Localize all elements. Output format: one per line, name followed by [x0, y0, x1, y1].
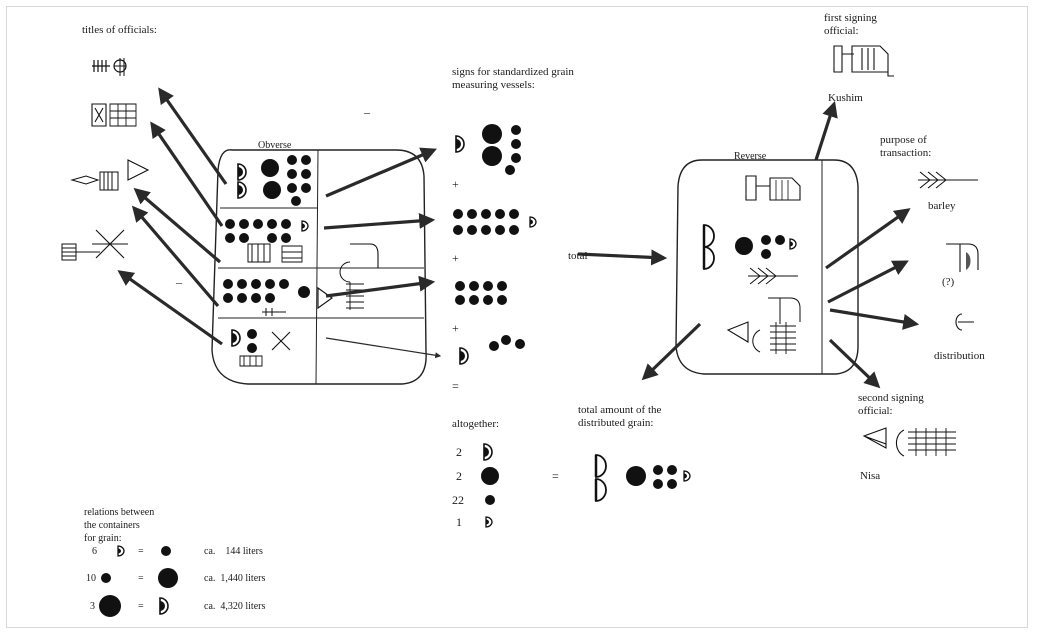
- total-amount-signs: [596, 455, 690, 501]
- relation-value: ca. 144 liters: [204, 545, 263, 558]
- relation-count: 6: [92, 545, 97, 558]
- altogether-signs: [481, 444, 499, 527]
- dash-mark-2: –: [176, 276, 182, 289]
- altogether-label: altogether:: [452, 418, 499, 431]
- second-signing-official-label: second signing official:: [858, 392, 924, 418]
- relation-equals: =: [138, 545, 144, 558]
- purpose-of-transaction-label: purpose of transaction:: [880, 134, 931, 160]
- altogether-count: 22: [452, 494, 464, 507]
- kushim-label: Kushim: [828, 92, 863, 105]
- total-label: total: [568, 250, 588, 263]
- barley-label: barley: [928, 200, 955, 213]
- vessel-signs: [453, 124, 536, 364]
- reverse-label: Reverse: [734, 150, 766, 163]
- relation-equals: =: [138, 572, 144, 585]
- nisa-label: Nisa: [860, 470, 880, 483]
- first-signing-official-label: first signing official:: [824, 12, 877, 38]
- titles-of-officials-label: titles of officials:: [82, 24, 157, 37]
- plus-sign-1: +: [452, 178, 459, 191]
- altogether-count: 1: [456, 516, 462, 529]
- total-equals-sign: =: [552, 470, 559, 483]
- relation-equals: =: [138, 600, 144, 613]
- plus-sign-3: +: [452, 322, 459, 335]
- plus-sign-2: +: [452, 252, 459, 265]
- relations-title: relations between the containers for gra…: [84, 506, 154, 545]
- relation-count: 3: [90, 600, 95, 613]
- altogether-count: 2: [456, 470, 462, 483]
- relation-count: 10: [86, 572, 96, 585]
- official-glyphs: [62, 58, 148, 260]
- relation-value: ca. 4,320 liters: [204, 600, 265, 613]
- distribution-label: distribution: [934, 350, 985, 363]
- relation-value: ca. 1,440 liters: [204, 572, 265, 585]
- altogether-count: 2: [456, 446, 462, 459]
- total-amount-label: total amount of the distributed grain:: [578, 404, 661, 430]
- unknown-purpose-label: (?): [942, 276, 954, 289]
- vessel-signs-label: signs for standardized grain measuring v…: [452, 66, 574, 92]
- obverse-label: Obverse: [258, 139, 291, 152]
- dash-mark-1: –: [364, 106, 370, 119]
- equals-sign: =: [452, 380, 459, 393]
